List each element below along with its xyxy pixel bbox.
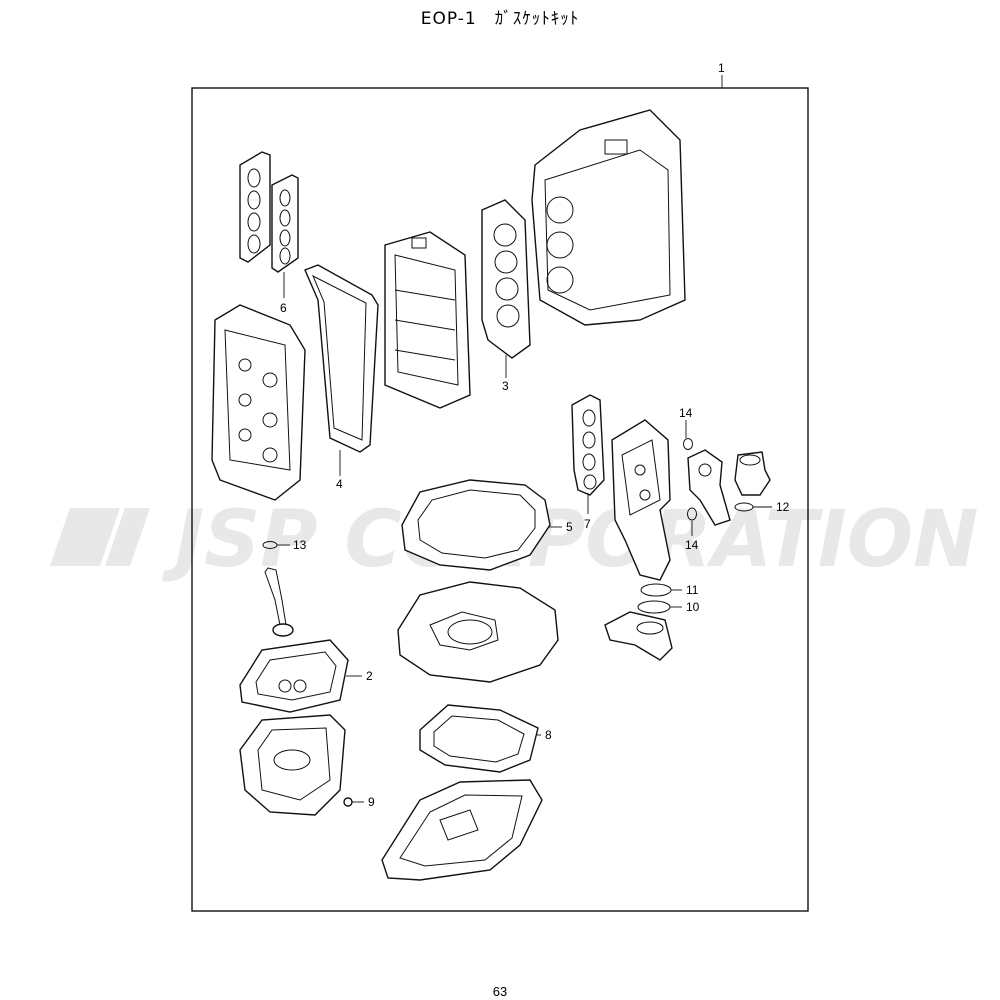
seal-14-lower (687, 507, 697, 521)
drive-shaft-housing (397, 581, 559, 683)
o-ring-13 (262, 541, 278, 549)
callout-11: 11 (686, 583, 699, 597)
lower-tray (381, 779, 543, 881)
water-pump (687, 449, 771, 526)
callout-10: 10 (686, 600, 700, 614)
oil-pan-gasket (239, 639, 349, 713)
oil-strainer (264, 567, 294, 637)
callout-14b: 14 (685, 538, 699, 552)
callout-1: 1 (718, 61, 725, 75)
drain-seal-9 (343, 797, 353, 807)
oil-pan (239, 714, 346, 816)
callout-4: 4 (336, 477, 343, 491)
callout-7: 7 (584, 517, 591, 531)
callout-3: 3 (502, 379, 509, 393)
callout-12: 12 (776, 500, 790, 514)
exhaust-manifold (611, 419, 671, 581)
callout-13: 13 (293, 538, 307, 552)
callout-5: 5 (566, 520, 573, 534)
page-title: EOP-1 ｶﾞｽｹｯﾄｷｯﾄ (420, 9, 580, 29)
callout-6: 6 (280, 301, 287, 315)
callout-2: 2 (366, 669, 373, 683)
callout-14a: 14 (679, 406, 693, 420)
o-ring-12 (734, 502, 754, 512)
intake-gasket (239, 151, 299, 273)
callout-8: 8 (545, 728, 552, 742)
cylinder-head-gasket (481, 199, 531, 359)
callout-9: 9 (368, 795, 375, 809)
head-cover-gasket (304, 264, 379, 453)
head-cover (211, 304, 306, 501)
lower-housing-gasket (419, 704, 539, 773)
exhaust-gasket (571, 394, 605, 496)
o-ring-10 (637, 600, 671, 614)
seal-14-upper (683, 438, 693, 450)
housing-gasket (401, 479, 551, 571)
page-number: 63 (492, 984, 508, 999)
o-ring-11 (640, 583, 672, 597)
watermark-text: JSP CORPORATION (162, 495, 978, 585)
cylinder-block (531, 109, 686, 326)
cylinder-head (384, 231, 471, 409)
kit-frame (191, 87, 809, 912)
outlet-elbow (604, 611, 673, 661)
watermark-logo: JSP CORPORATION (50, 495, 978, 585)
